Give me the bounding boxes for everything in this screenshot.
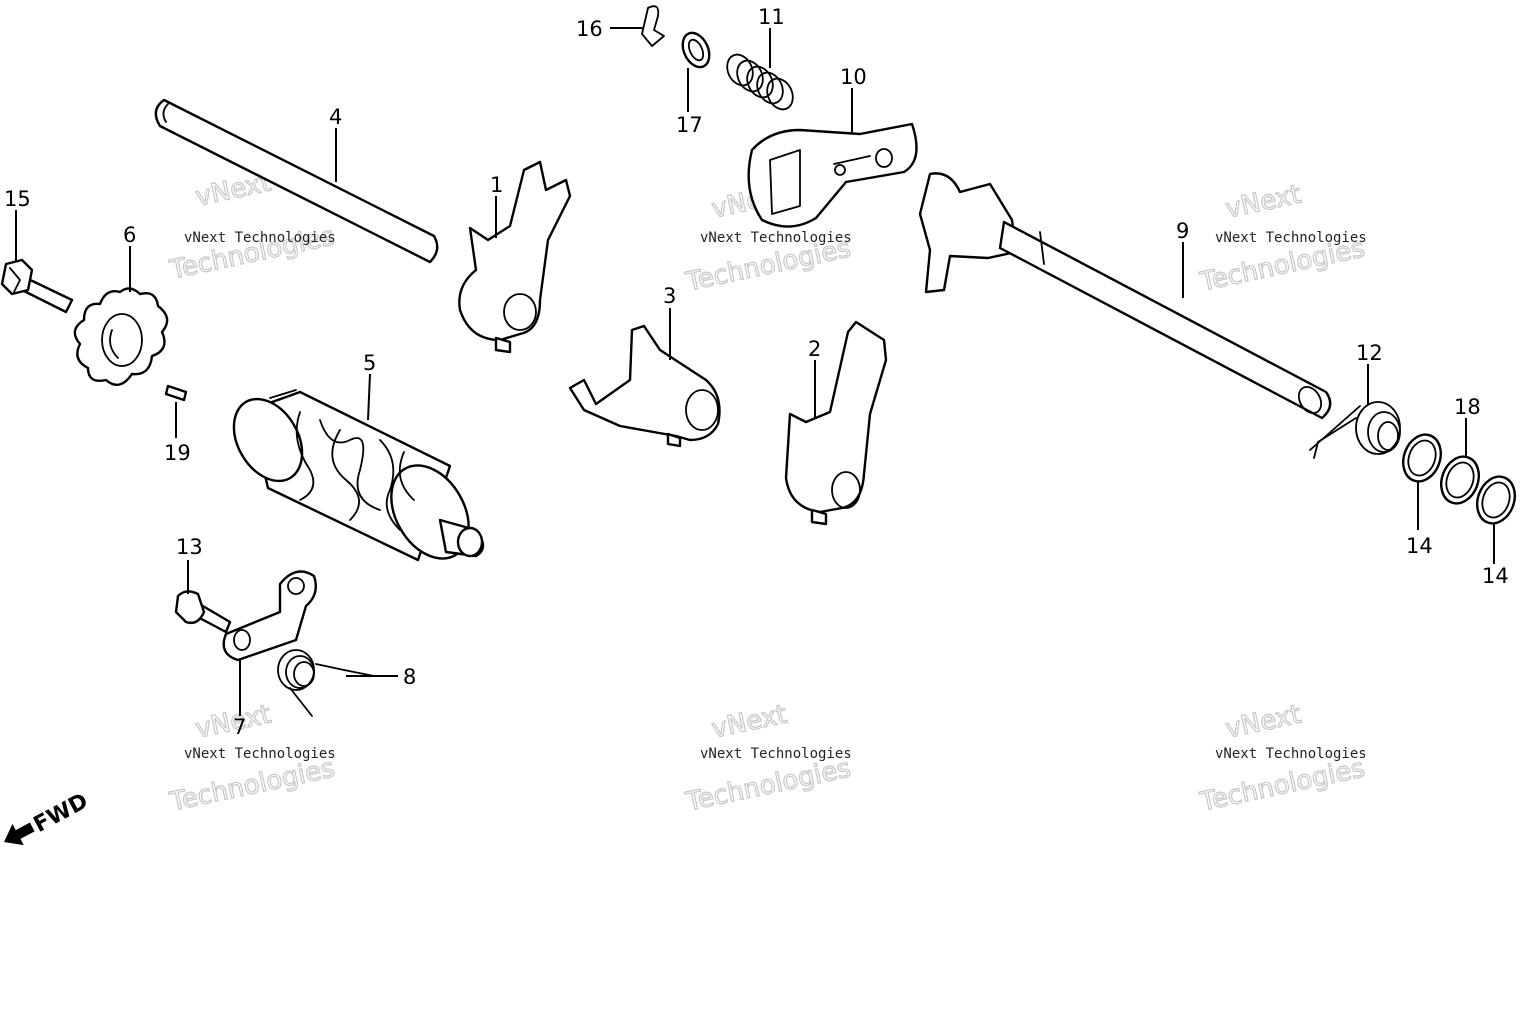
- part-washer-17[interactable]: [678, 29, 715, 72]
- part-fork-shaft[interactable]: [154, 98, 439, 264]
- callout-1: 1: [490, 173, 503, 197]
- callout-2: 2: [808, 337, 821, 361]
- callout-13: 13: [176, 535, 203, 559]
- part-stopper-arm[interactable]: [222, 570, 317, 662]
- callout-12: 12: [1356, 341, 1383, 365]
- callout-19: 19: [164, 441, 191, 465]
- callout-9: 9: [1176, 219, 1189, 243]
- part-clip-16[interactable]: [641, 5, 665, 47]
- watermark-label: vNext Technologies: [184, 746, 336, 762]
- callout-11: 11: [758, 5, 785, 29]
- part-shift-drum[interactable]: [220, 387, 485, 572]
- callout-16: 16: [576, 17, 603, 41]
- fwd-arrow-icon: [4, 822, 35, 846]
- watermark-label: vNext Technologies: [184, 230, 336, 246]
- part-shift-fork-3[interactable]: [568, 324, 721, 448]
- svg-text:Technologies: Technologies: [1197, 753, 1368, 817]
- callout-4: 4: [329, 105, 342, 129]
- svg-text:vNext: vNext: [1223, 180, 1304, 225]
- callout-7: 7: [233, 715, 246, 739]
- callout-17: 17: [676, 113, 703, 137]
- part-shift-fork-1[interactable]: [458, 160, 572, 354]
- watermark-label: vNext Technologies: [700, 230, 852, 246]
- watermark-label: vNext Technologies: [700, 746, 852, 762]
- part-return-spring-12[interactable]: [1309, 401, 1401, 459]
- svg-text:vNext: vNext: [709, 700, 790, 745]
- part-washer-14b[interactable]: [1471, 471, 1521, 528]
- callout-5: 5: [363, 351, 376, 375]
- part-spring-8[interactable]: [277, 649, 375, 717]
- watermark-label: vNext Technologies: [1215, 230, 1367, 246]
- part-bolt-13[interactable]: [174, 590, 232, 634]
- callout-6: 6: [123, 223, 136, 247]
- part-shift-arm[interactable]: [747, 122, 918, 228]
- part-shift-fork-2[interactable]: [784, 320, 888, 526]
- callout-3: 3: [663, 284, 676, 308]
- part-pin-19[interactable]: [164, 384, 188, 402]
- part-star-plate[interactable]: [73, 287, 169, 386]
- callout-18: 18: [1454, 395, 1481, 419]
- part-bolt-15[interactable]: [0, 258, 74, 314]
- leader-lines: [15, 27, 1495, 716]
- watermark-label: vNext Technologies: [1215, 746, 1367, 762]
- part-shift-spindle[interactable]: [918, 172, 1332, 420]
- part-washer-18[interactable]: [1435, 451, 1485, 508]
- svg-text:Technologies: Technologies: [683, 753, 854, 817]
- callout-14b: 14: [1482, 564, 1509, 588]
- part-washer-14a[interactable]: [1397, 429, 1447, 486]
- callout-15: 15: [4, 187, 31, 211]
- svg-text:Technologies: Technologies: [167, 753, 338, 817]
- callout-8: 8: [403, 665, 416, 689]
- svg-text:vNext: vNext: [1223, 700, 1304, 745]
- callout-14a: 14: [1406, 534, 1433, 558]
- part-spring-11[interactable]: [722, 50, 797, 113]
- fwd-label: FWD: [30, 789, 93, 838]
- fwd-indicator: FWD: [4, 789, 93, 846]
- callout-10: 10: [840, 65, 867, 89]
